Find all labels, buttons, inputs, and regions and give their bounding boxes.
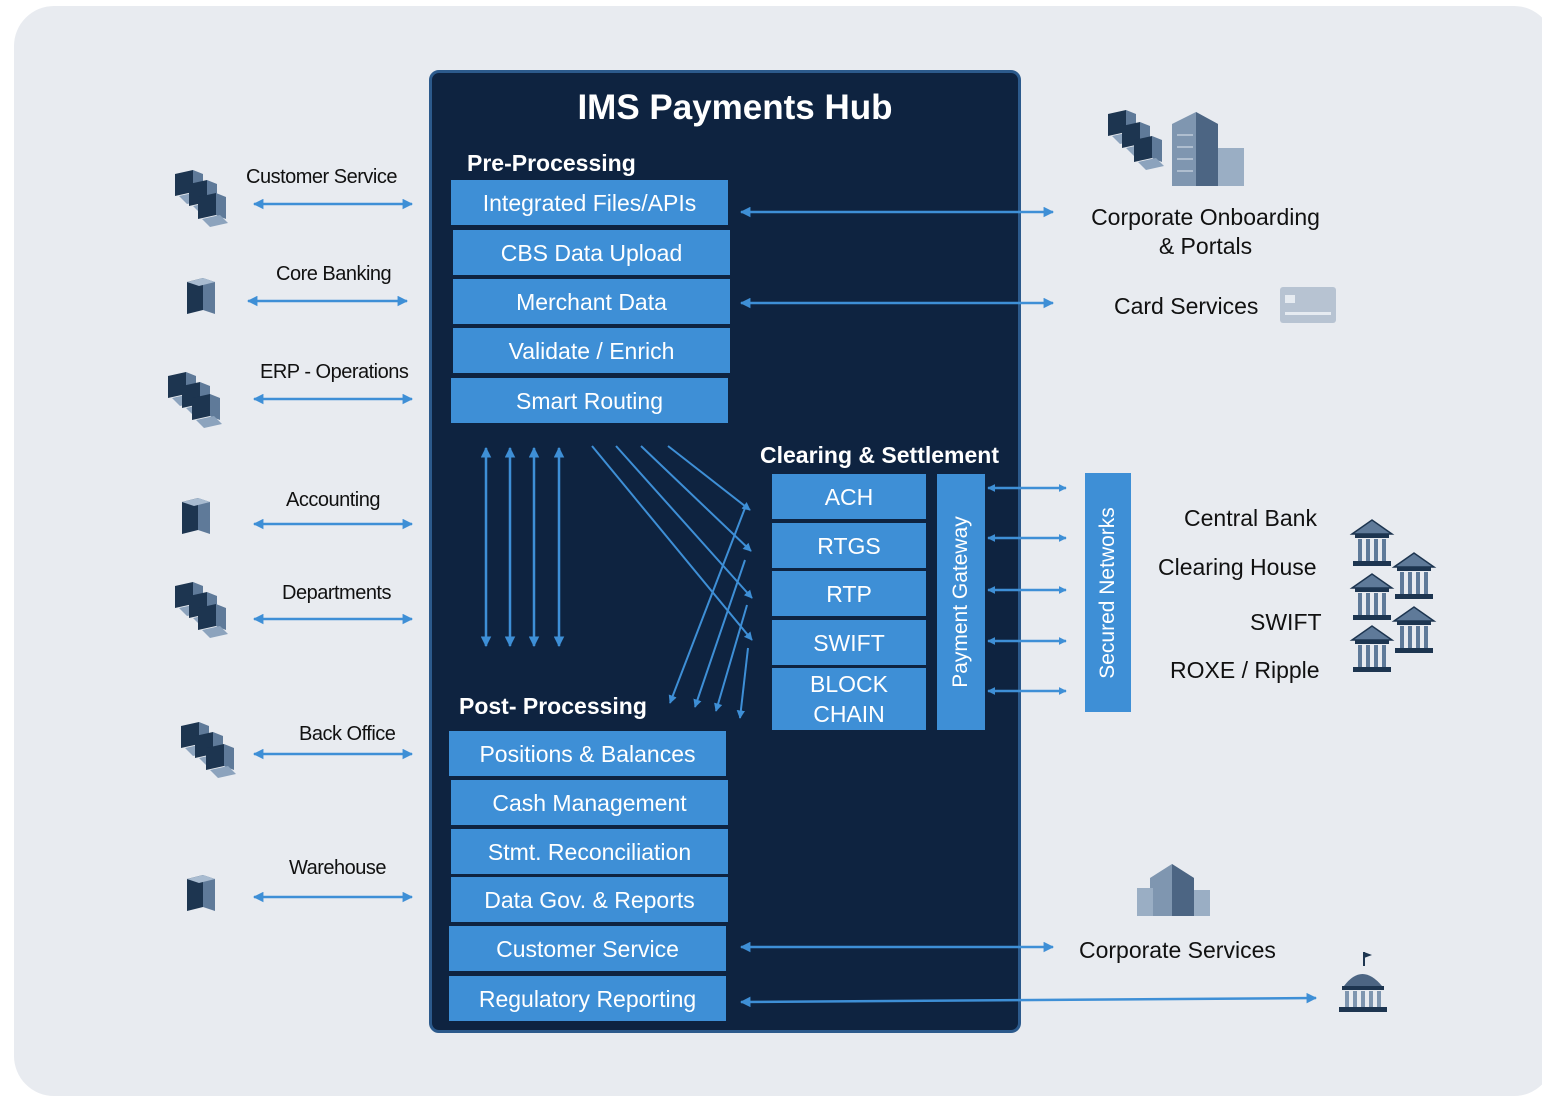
credit-card-icon <box>1280 287 1336 323</box>
payment-gateway-box: Payment Gateway <box>937 474 985 730</box>
left-label-erp-operations: ERP - Operations <box>260 361 409 383</box>
back-office-computers-icon <box>181 722 236 778</box>
erp-computers-icon <box>168 372 222 428</box>
post-item-cash-management: Cash Management <box>451 780 728 825</box>
clearing-heading: Clearing & Settlement <box>760 442 999 468</box>
clearing-item-ach: ACH <box>772 474 926 519</box>
post-item-regulatory-reporting: Regulatory Reporting <box>449 976 726 1021</box>
departments-computers-icon <box>175 582 228 638</box>
pre-processing-heading: Pre-Processing <box>467 150 636 176</box>
corporate-services-building-icon <box>1137 864 1210 916</box>
ripple-bank-icon-2 <box>1351 625 1393 673</box>
right-label-clearing-house: Clearing House <box>1158 554 1317 580</box>
left-connector-arrows <box>246 198 414 903</box>
server-icon <box>187 278 215 314</box>
pre-post-vertical-arrows <box>480 446 565 648</box>
gateway-network-arrows <box>987 483 1067 696</box>
post-item-positions-balances: Positions & Balances <box>449 731 726 776</box>
right-label-corporate-onboarding: Corporate Onboarding & Portals <box>1091 204 1320 259</box>
post-item-stmt-reconciliation: Stmt. Reconciliation <box>451 829 728 874</box>
post-item-customer-service: Customer Service <box>449 926 726 971</box>
central-bank-icon <box>1351 519 1393 567</box>
warehouse-server-icon <box>187 875 215 911</box>
secured-networks-box: Secured Networks <box>1085 473 1131 712</box>
customer-service-icon <box>175 170 228 227</box>
clearing-item-swift: SWIFT <box>772 620 926 665</box>
pre-item-merchant-data: Merchant Data <box>453 279 730 324</box>
clearing-house-bank-icon <box>1393 552 1435 600</box>
government-building-icon <box>1339 952 1387 1012</box>
left-label-customer-service: Customer Service <box>246 166 397 188</box>
clearing-item-rtgs: RTGS <box>772 523 926 568</box>
pre-item-validate-enrich: Validate / Enrich <box>453 328 730 373</box>
right-connector-arrows <box>739 206 1318 1008</box>
pre-item-integrated-files: Integrated Files/APIs <box>451 180 728 225</box>
pre-item-smart-routing: Smart Routing <box>451 378 728 423</box>
swift-bank-icon <box>1351 573 1393 621</box>
right-label-roxe-ripple: ROXE / Ripple <box>1170 657 1320 683</box>
left-label-back-office: Back Office <box>299 723 396 745</box>
corporate-buildings-icon <box>1108 110 1244 186</box>
clearing-item-blockchain: BLOCK CHAIN <box>772 668 926 730</box>
accounting-server-icon <box>182 498 210 534</box>
routing-diagonal-arrows <box>591 445 753 719</box>
post-processing-heading: Post- Processing <box>459 693 647 719</box>
right-label-corporate-services: Corporate Services <box>1079 937 1276 963</box>
left-label-core-banking: Core Banking <box>276 263 392 285</box>
left-label-accounting: Accounting <box>286 489 380 511</box>
left-label-warehouse: Warehouse <box>289 857 387 879</box>
right-label-central-bank: Central Bank <box>1184 505 1317 531</box>
pre-item-cbs-data-upload: CBS Data Upload <box>453 230 730 275</box>
right-label-swift: SWIFT <box>1250 609 1322 635</box>
ripple-bank-icon <box>1393 606 1435 654</box>
clearing-item-rtp: RTP <box>772 571 926 616</box>
hub-title: IMS Payments Hub <box>577 88 893 127</box>
right-label-card-services: Card Services <box>1114 293 1259 319</box>
post-item-data-gov-reports: Data Gov. & Reports <box>451 877 728 922</box>
left-label-departments: Departments <box>282 582 392 604</box>
